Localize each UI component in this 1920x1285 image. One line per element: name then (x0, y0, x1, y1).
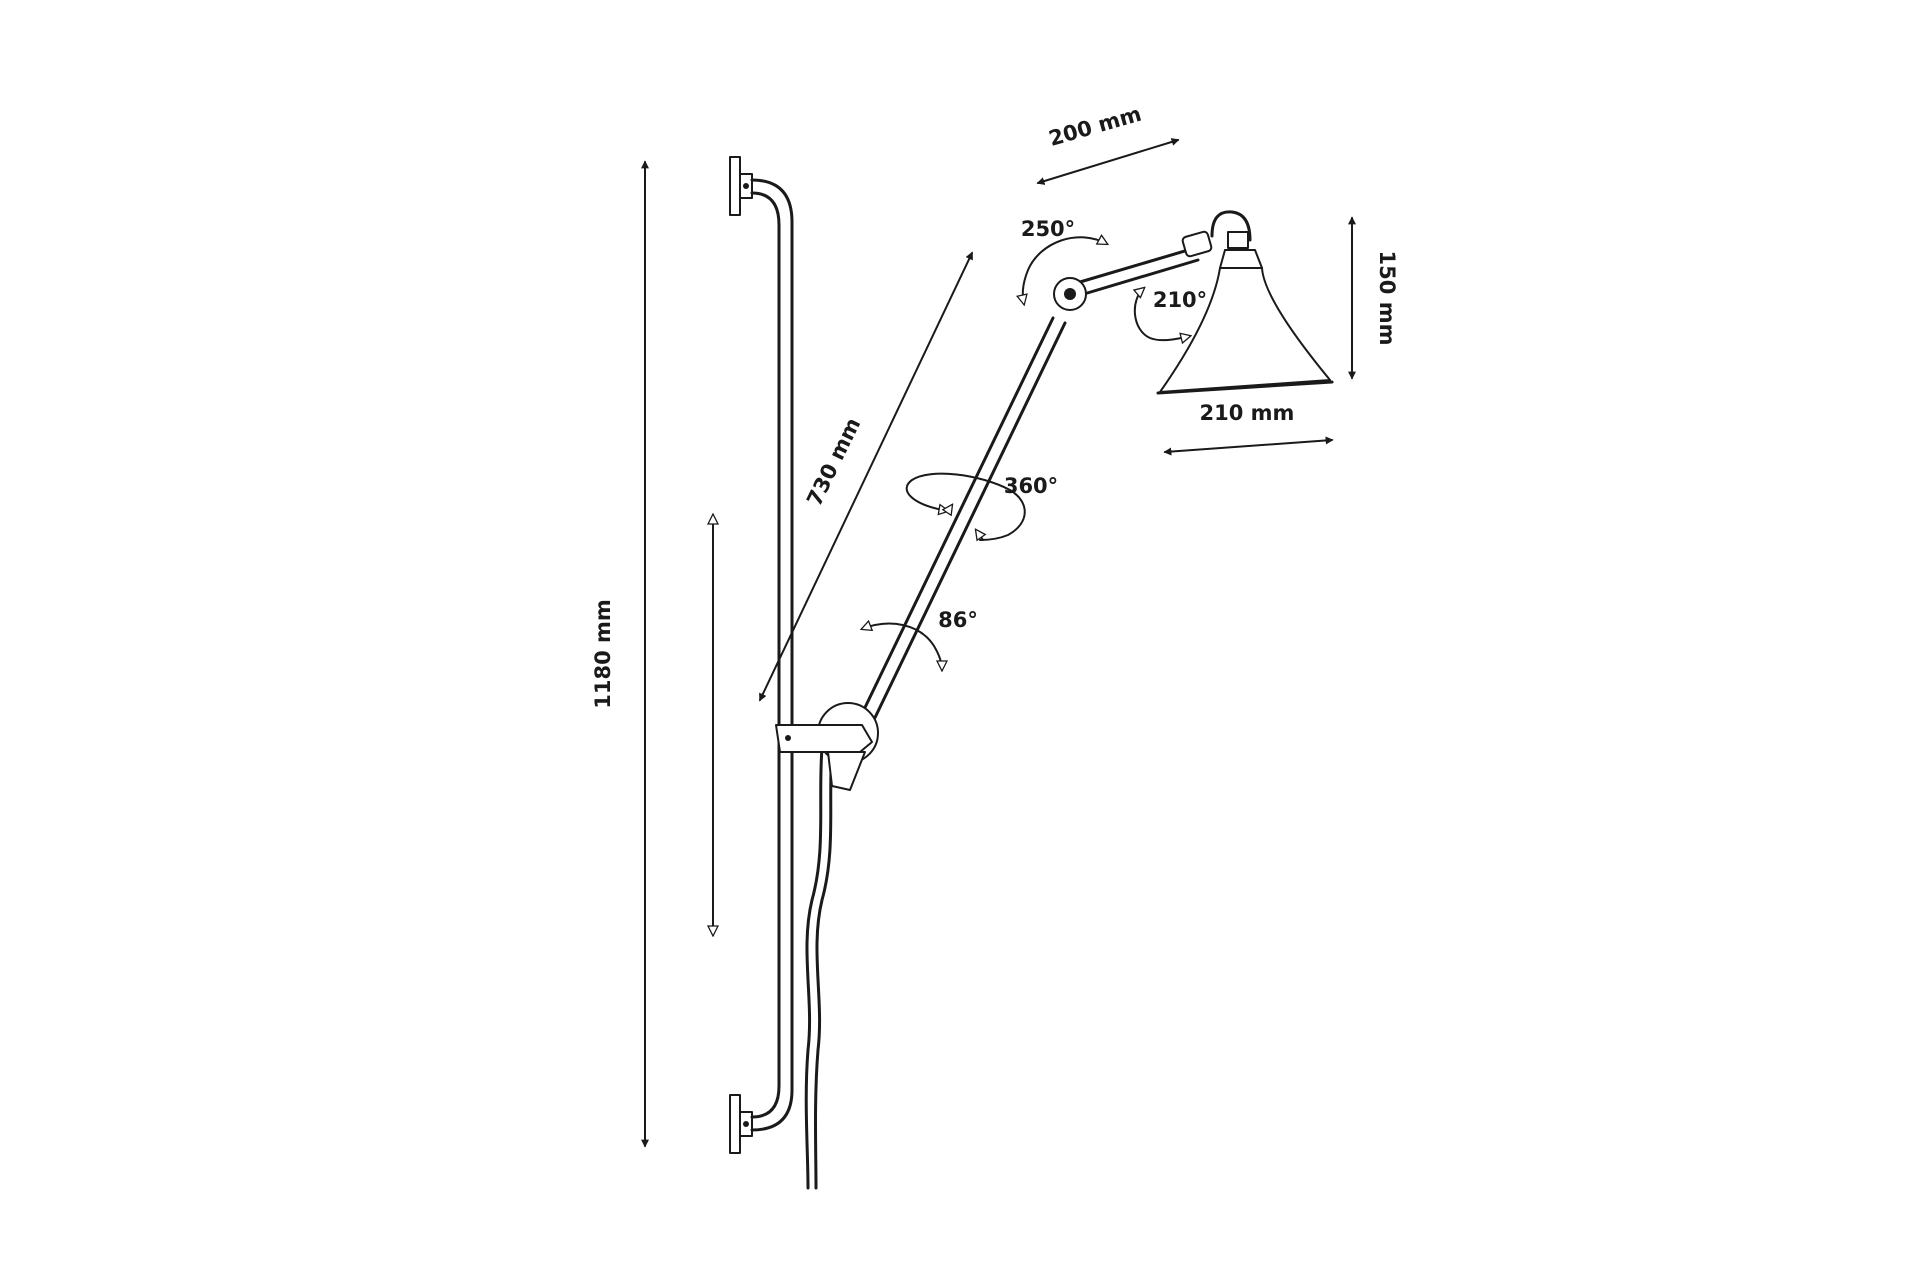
power-cable-edge (814, 746, 834, 1190)
power-cable (804, 746, 824, 1190)
total-height-label: 1180 mm (591, 599, 615, 709)
base-rotation-arrow (862, 624, 942, 670)
lower-arm (856, 316, 1067, 730)
shade-diameter-label: 210 mm (1200, 401, 1295, 425)
swivel-rotation-label: 360° (1004, 474, 1058, 498)
bottom-wall-plate (729, 1094, 741, 1154)
upper-arm-length-label: 200 mm (1046, 102, 1144, 151)
clamp-knob (827, 751, 866, 791)
shade-rotation-label: 210° (1153, 288, 1207, 312)
lower-arm-line-b (868, 321, 1067, 730)
swivel-rotation-arrowhead-2 (976, 530, 983, 540)
clamp-body (775, 724, 873, 753)
shade-rotation-arrow (1135, 288, 1190, 340)
base-rotation-label: 86° (938, 608, 978, 632)
arm-length-dimension-line (759, 251, 973, 702)
rail-outer-line (750, 178, 794, 1132)
swivel-rotation-arrow (905, 472, 1026, 541)
socket-collar (1219, 249, 1263, 269)
top-wall-plate (729, 156, 741, 216)
top-screw-icon (743, 183, 749, 189)
elbow-rotation-label: 250° (1021, 217, 1075, 241)
shade-handle (1210, 210, 1252, 242)
rail-inner-line (750, 191, 781, 1119)
shade-height-label: 150 mm (1375, 251, 1399, 346)
shade-rim (1156, 380, 1334, 395)
rail-clamp (775, 702, 879, 791)
bottom-screw-icon (743, 1121, 749, 1127)
swivel-rotation-arrowhead (948, 505, 952, 511)
clamp-screw-icon (785, 735, 791, 741)
elbow-pin-icon (1064, 288, 1076, 300)
shade-diameter-dimension-line (1163, 436, 1334, 456)
elbow-rotation-arrow (1023, 237, 1107, 304)
arm-length-label: 730 mm (802, 414, 865, 510)
upper-arm-dimension-line (1036, 138, 1180, 185)
dimension-lines (641, 138, 1356, 1148)
lamp-shade (1156, 210, 1334, 395)
shade-knuckle (1181, 230, 1213, 258)
wall-rail (729, 156, 794, 1154)
cone-shade (1159, 267, 1331, 393)
socket-cap (1227, 231, 1249, 249)
rotation-arrows (862, 237, 1190, 670)
